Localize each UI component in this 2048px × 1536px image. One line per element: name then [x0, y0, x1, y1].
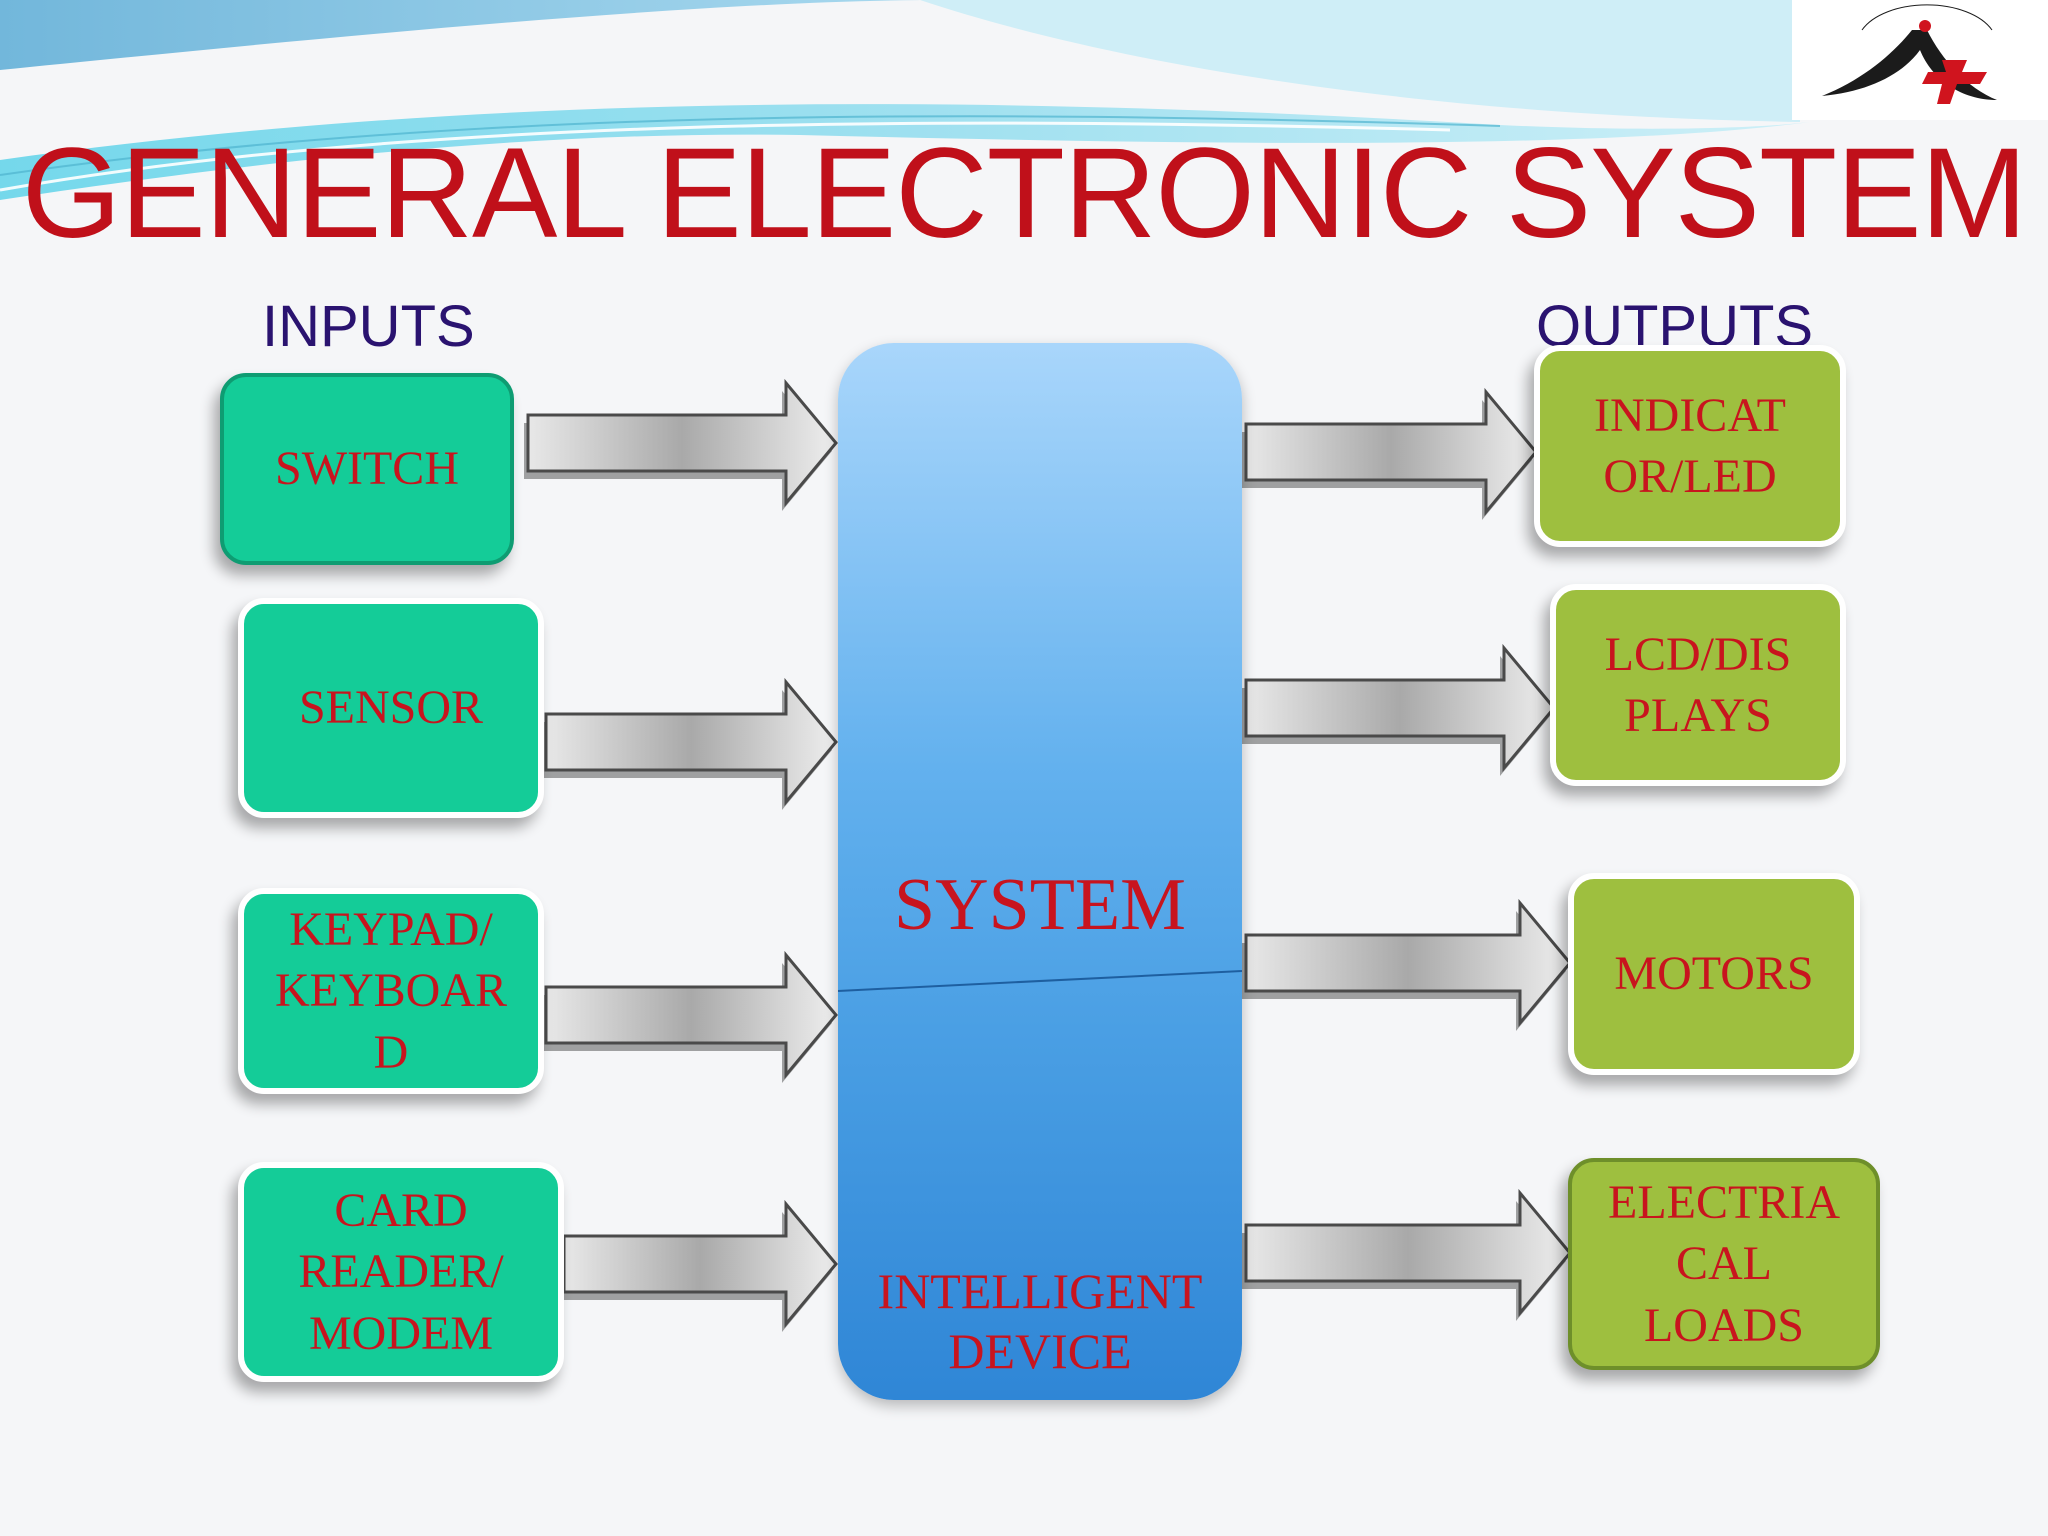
input-box-label: CARD READER/ MODEM	[298, 1183, 504, 1360]
company-logo	[1792, 0, 2048, 120]
inputs-label: INPUTS	[262, 294, 475, 359]
arrow-system-to-lcd	[1244, 643, 1556, 773]
input-box-label: SWITCH	[275, 442, 459, 496]
output-box-indicator: INDICAT OR/LED	[1534, 345, 1846, 547]
arrow-sensor-to-system	[544, 677, 838, 807]
slide-title: GENERAL ELECTRONIC SYSTEM	[21, 122, 2027, 265]
arrow-system-to-motors	[1244, 898, 1572, 1028]
input-box-switch: SWITCH	[220, 373, 514, 565]
input-box-card-reader: CARD READER/ MODEM	[238, 1162, 564, 1382]
arrow-logo-icon	[1822, 4, 1997, 104]
system-divider	[838, 970, 1242, 992]
output-box-label: MOTORS	[1614, 947, 1814, 1001]
output-box-label: ELECTRIA CAL LOADS	[1608, 1175, 1840, 1352]
output-box-electrical-loads: ELECTRIA CAL LOADS	[1568, 1158, 1880, 1370]
input-box-label: KEYPAD/ KEYBOAR D	[274, 902, 507, 1079]
system-label: SYSTEM	[894, 864, 1186, 946]
arrow-switch-to-system	[526, 378, 838, 508]
input-box-label: SENSOR	[298, 681, 484, 735]
arrow-card-reader-to-system	[562, 1199, 838, 1329]
input-box-sensor: SENSOR	[238, 598, 544, 818]
header-wave-decoration	[0, 0, 2048, 240]
intelligent-device-label: INTELLIGENT DEVICE	[877, 1263, 1203, 1379]
arrow-system-to-electrical-loads	[1244, 1188, 1572, 1318]
output-box-label: LCD/DIS PLAYS	[1604, 627, 1792, 742]
output-box-label: INDICAT OR/LED	[1594, 388, 1786, 503]
input-box-keypad: KEYPAD/ KEYBOAR D	[238, 888, 544, 1094]
arrow-system-to-indicator	[1244, 387, 1538, 517]
arrow-keypad-to-system	[544, 950, 838, 1080]
output-box-motors: MOTORS	[1568, 873, 1860, 1075]
system-block: SYSTEM INTELLIGENT DEVICE	[838, 343, 1242, 1400]
output-box-lcd: LCD/DIS PLAYS	[1550, 584, 1846, 786]
